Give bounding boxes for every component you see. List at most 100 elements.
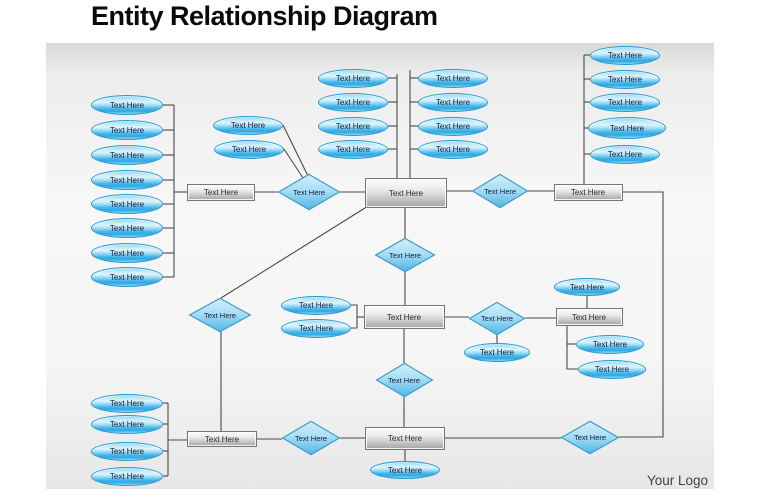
attribute-ellipse[interactable]: Text Here [91, 267, 163, 287]
node-label: Text Here [484, 187, 516, 196]
relationship-diamond[interactable]: Text Here [282, 421, 340, 455]
entity-box[interactable]: Text Here [187, 184, 255, 201]
attribute-ellipse[interactable]: Text Here [370, 461, 440, 479]
node-label: Text Here [299, 324, 333, 333]
node-label: Text Here [608, 51, 642, 60]
node-label: Text Here [110, 447, 144, 456]
relationship-diamond[interactable]: Text Here [189, 298, 251, 332]
entity-box[interactable]: Text Here [365, 427, 445, 450]
attribute-ellipse[interactable]: Text Here [91, 120, 163, 140]
entity-box[interactable]: Text Here [556, 308, 623, 326]
node-label: Text Here [570, 283, 604, 292]
node-label: Text Here [336, 98, 370, 107]
node-label: Text Here [593, 340, 627, 349]
node-label: Text Here [110, 420, 144, 429]
node-label: Text Here [336, 145, 370, 154]
node-label: Text Here [388, 376, 420, 385]
attribute-ellipse[interactable]: Text Here [590, 145, 660, 164]
attribute-ellipse[interactable]: Text Here [91, 243, 163, 263]
node-label: Text Here [204, 188, 238, 197]
node-label: Text Here [204, 311, 236, 320]
node-label: Text Here [480, 348, 514, 357]
node-label: Text Here [388, 434, 422, 443]
attribute-ellipse[interactable]: Text Here [91, 194, 163, 214]
node-label: Text Here [110, 200, 144, 209]
attribute-ellipse[interactable]: Text Here [318, 69, 388, 88]
node-label: Text Here [436, 145, 470, 154]
attribute-ellipse[interactable]: Text Here [91, 442, 163, 461]
node-label: Text Here [336, 122, 370, 131]
attribute-ellipse[interactable]: Text Here [318, 93, 388, 112]
attribute-ellipse[interactable]: Text Here [588, 117, 666, 139]
relationship-diamond[interactable]: Text Here [375, 238, 435, 272]
attribute-ellipse[interactable]: Text Here [318, 117, 388, 136]
node-label: Text Here [481, 314, 513, 323]
attribute-ellipse[interactable]: Text Here [281, 319, 351, 338]
node-label: Text Here [572, 313, 606, 322]
attribute-ellipse[interactable]: Text Here [554, 278, 620, 296]
attribute-ellipse[interactable]: Text Here [576, 335, 644, 354]
attribute-ellipse[interactable]: Text Here [281, 296, 351, 315]
attribute-ellipse[interactable]: Text Here [91, 467, 163, 486]
node-label: Text Here [110, 151, 144, 160]
attribute-ellipse[interactable]: Text Here [590, 70, 660, 89]
node-label: Text Here [293, 188, 325, 197]
attribute-ellipse[interactable]: Text Here [91, 95, 163, 115]
entity-box[interactable]: Text Here [365, 178, 447, 208]
attribute-ellipse[interactable]: Text Here [590, 46, 660, 65]
entity-box[interactable]: Text Here [187, 431, 257, 447]
relationship-diamond[interactable]: Text Here [472, 174, 528, 208]
attribute-ellipse[interactable]: Text Here [213, 116, 283, 135]
node-label: Text Here [110, 273, 144, 282]
node-label: Text Here [608, 150, 642, 159]
node-label: Text Here [595, 365, 629, 374]
node-label: Text Here [608, 98, 642, 107]
node-label: Text Here [387, 313, 421, 322]
node-label: Text Here [336, 74, 370, 83]
node-label: Text Here [110, 399, 144, 408]
node-label: Text Here [110, 101, 144, 110]
node-label: Text Here [232, 145, 266, 154]
node-label: Text Here [436, 98, 470, 107]
node-label: Text Here [295, 434, 327, 443]
node-label: Text Here [571, 188, 605, 197]
attribute-ellipse[interactable]: Text Here [91, 170, 163, 190]
node-label: Text Here [436, 122, 470, 131]
attribute-ellipse[interactable]: Text Here [91, 394, 163, 413]
node-label: Text Here [110, 472, 144, 481]
node-label: Text Here [110, 176, 144, 185]
node-label: Text Here [231, 121, 265, 130]
node-label: Text Here [205, 435, 239, 444]
node-label: Text Here [389, 251, 421, 260]
attribute-ellipse[interactable]: Text Here [464, 343, 530, 362]
attribute-ellipse[interactable]: Text Here [91, 415, 163, 434]
relationship-diamond[interactable]: Text Here [376, 363, 433, 397]
attribute-ellipse[interactable]: Text Here [578, 360, 646, 379]
attribute-ellipse[interactable]: Text Here [318, 140, 388, 159]
attribute-ellipse[interactable]: Text Here [91, 145, 163, 165]
relationship-diamond[interactable]: Text Here [469, 302, 525, 335]
attribute-ellipse[interactable]: Text Here [418, 140, 488, 159]
attribute-ellipse[interactable]: Text Here [418, 117, 488, 136]
node-label: Text Here [110, 126, 144, 135]
node-label: Text Here [299, 301, 333, 310]
attribute-ellipse[interactable]: Text Here [418, 69, 488, 88]
attribute-ellipse[interactable]: Text Here [214, 140, 284, 159]
attribute-ellipse[interactable]: Text Here [590, 93, 660, 112]
node-label: Text Here [574, 433, 606, 442]
node-label: Text Here [608, 75, 642, 84]
node-label: Text Here [389, 189, 423, 198]
attribute-ellipse[interactable]: Text Here [91, 218, 163, 238]
relationship-diamond[interactable]: Text Here [561, 421, 619, 454]
node-label: Text Here [388, 466, 422, 475]
entity-box[interactable]: Text Here [364, 305, 445, 329]
node-label: Text Here [110, 249, 144, 258]
relationship-diamond[interactable]: Text Here [278, 174, 340, 210]
attribute-ellipse[interactable]: Text Here [418, 93, 488, 112]
node-label: Text Here [610, 124, 644, 133]
entity-box[interactable]: Text Here [554, 184, 623, 201]
node-label: Text Here [110, 224, 144, 233]
node-label: Text Here [436, 74, 470, 83]
